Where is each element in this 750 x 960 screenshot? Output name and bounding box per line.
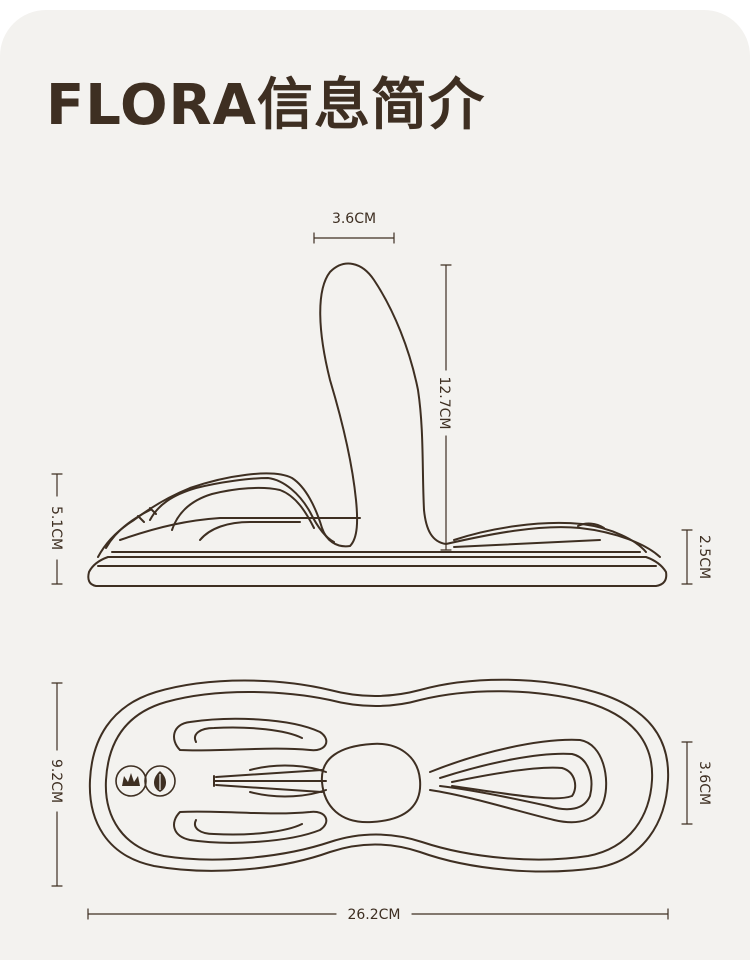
top-view-bulb: [320, 742, 422, 824]
logo-badges: [115, 765, 176, 797]
side-view-body: [97, 262, 661, 558]
info-card: [0, 10, 750, 960]
top-view-outline: [88, 678, 670, 873]
dim-shaft-width: 3.6CM: [332, 211, 376, 227]
side-view-base: [87, 556, 668, 587]
top-view: [88, 678, 670, 873]
crown-logo-icon: [115, 765, 147, 797]
leaf-logo-icon: [144, 765, 176, 797]
dim-top-right-width: 3.6CM: [696, 761, 712, 805]
dim-side-height: 5.1CM: [48, 506, 64, 550]
dim-shaft-height: 12.7CM: [436, 376, 452, 429]
dim-base-height: 2.5CM: [696, 535, 712, 579]
dim-top-width: 9.2CM: [48, 759, 64, 803]
dim-length: 26.2CM: [347, 907, 400, 923]
side-view: [87, 262, 668, 587]
page-title: FLORA信息简介: [46, 73, 486, 138]
